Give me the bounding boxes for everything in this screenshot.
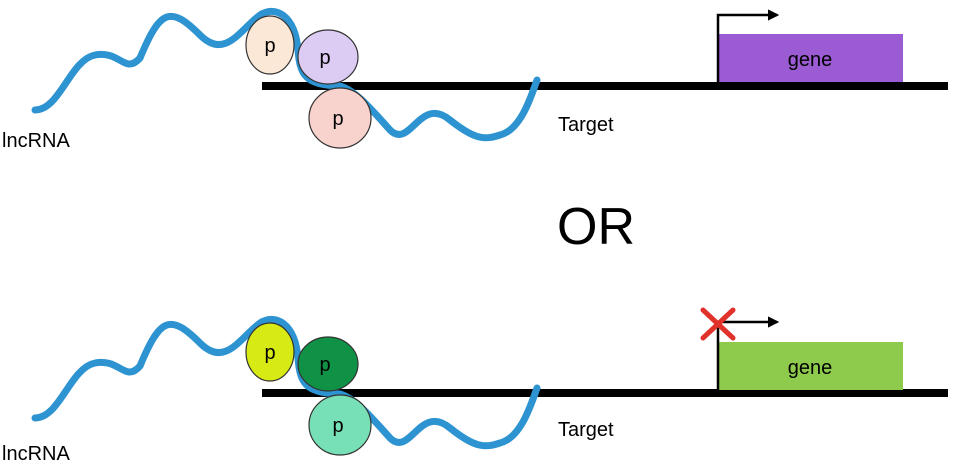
- protein-p1: p: [245, 322, 295, 382]
- lncrna-strand: [31, 7, 541, 142]
- or-separator: OR: [557, 198, 635, 256]
- activation-panel: p p p gene Target lncRNA: [2, 7, 948, 152]
- protein-p3: p: [308, 394, 372, 456]
- protein-label: p: [264, 342, 275, 364]
- target-label: Target: [558, 114, 614, 136]
- protein-p3: p: [308, 87, 372, 149]
- protein-label: p: [332, 415, 343, 437]
- protein-label: p: [319, 354, 330, 376]
- lncrna-label: lncRNA: [2, 130, 70, 152]
- arrow-right-icon: [716, 9, 780, 86]
- protein-p2: p: [297, 29, 359, 85]
- gene-box: [718, 342, 903, 390]
- gene-label: gene: [788, 357, 833, 379]
- lncrna-label: lncRNA: [2, 443, 70, 465]
- protein-label: p: [332, 108, 343, 130]
- protein-label: p: [264, 35, 275, 57]
- protein-p1: p: [245, 15, 295, 75]
- protein-label: p: [319, 47, 330, 69]
- repression-panel: p p p gene Target lncRNA: [2, 307, 948, 465]
- gene-box: [718, 34, 903, 82]
- protein-p2: p: [297, 336, 359, 392]
- lncrna-strand: [31, 315, 541, 450]
- target-label: Target: [558, 419, 614, 441]
- gene-label: gene: [788, 49, 833, 71]
- x-mark-icon: [700, 307, 736, 341]
